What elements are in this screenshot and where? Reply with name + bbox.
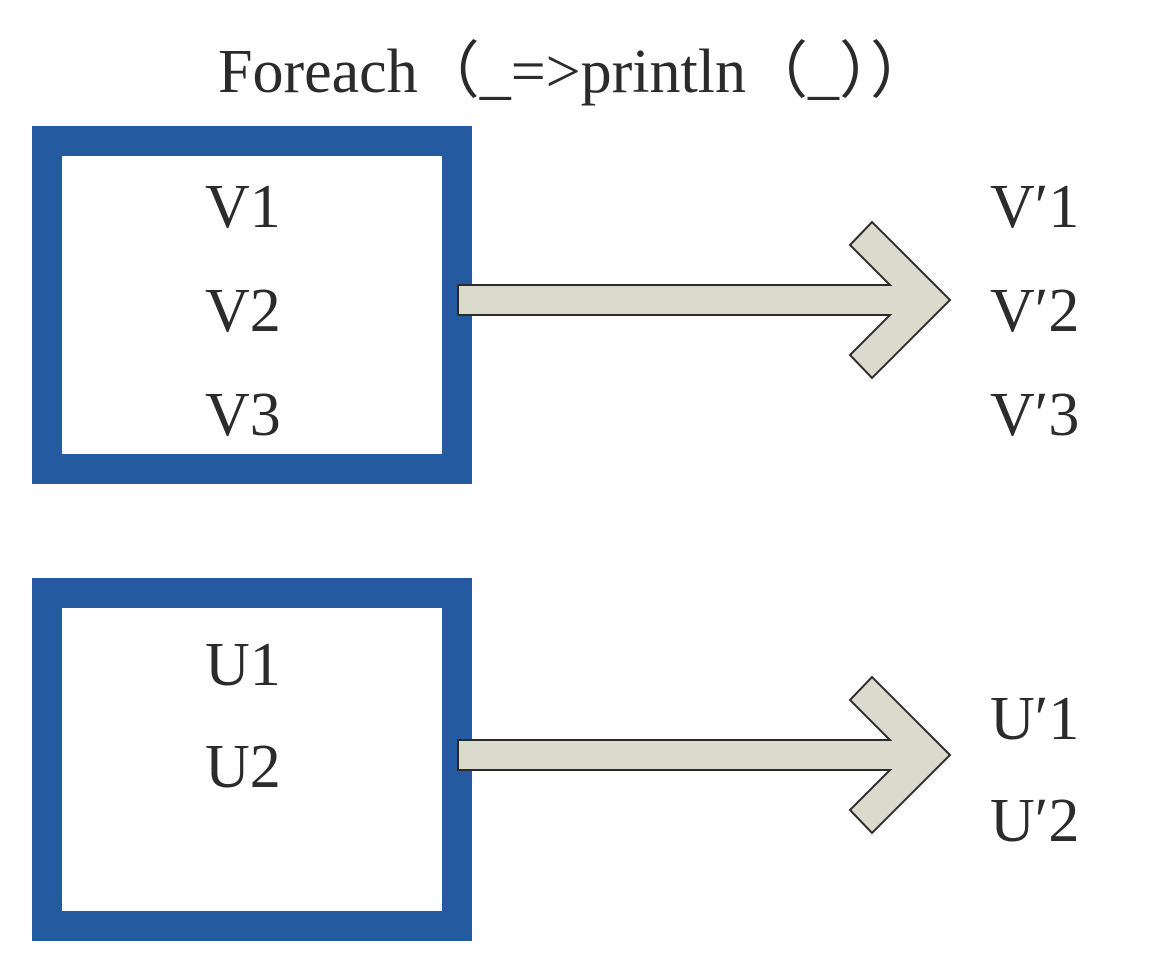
output-label-v2: V′2 xyxy=(990,277,1080,345)
arrow-v-shape xyxy=(457,220,952,380)
output-label-v1: V′1 xyxy=(990,173,1080,241)
input-label-u2: U2 xyxy=(205,733,281,801)
input-label-v1: V1 xyxy=(205,173,281,241)
output-label-u1: U′1 xyxy=(990,685,1080,753)
output-label-v3: V′3 xyxy=(990,381,1080,449)
input-box-v xyxy=(32,126,472,484)
diagram-title: Foreach（_=>println（_）） xyxy=(218,38,932,106)
input-label-v3: V3 xyxy=(205,381,281,449)
input-label-u1: U1 xyxy=(205,631,281,699)
arrow-u-shape xyxy=(457,675,952,835)
input-label-v2: V2 xyxy=(205,277,281,345)
input-box-u xyxy=(32,578,472,941)
transform-arrow-v xyxy=(457,220,952,380)
transform-arrow-u xyxy=(457,675,952,835)
output-label-u2: U′2 xyxy=(990,787,1080,855)
